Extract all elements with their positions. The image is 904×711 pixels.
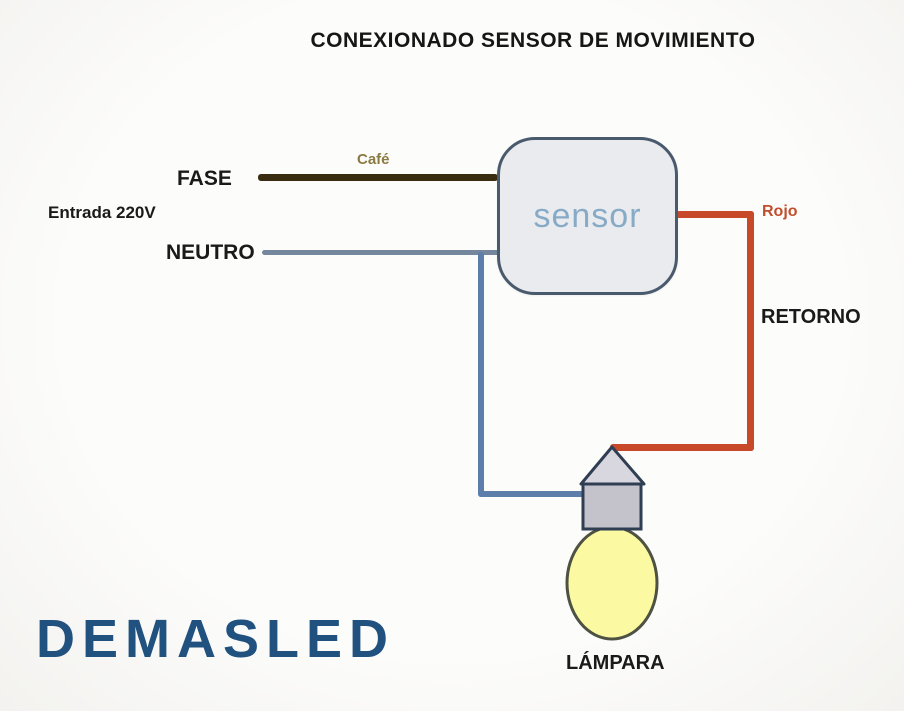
lamp-graphic xyxy=(565,445,659,641)
neutro-wire-horizontal xyxy=(262,250,499,255)
lamp-cap-triangle xyxy=(579,445,646,486)
diagram-title: CONEXIONADO SENSOR DE MOVIMIENTO xyxy=(310,29,756,52)
lampara-label: LÁMPARA xyxy=(566,652,665,674)
lamp-socket xyxy=(581,481,643,531)
retorno-label: RETORNO xyxy=(761,306,861,328)
demasled-logo: DEMASLED xyxy=(36,609,396,669)
neutro-wire-to-lamp xyxy=(478,491,588,497)
entrada-220v-label: Entrada 220V xyxy=(48,203,156,222)
neutro-label: NEUTRO xyxy=(166,241,255,264)
rojo-wire-label: Rojo xyxy=(762,203,798,220)
neutro-wire-vertical-branch xyxy=(478,252,484,497)
sensor-box-label: sensor xyxy=(533,196,642,235)
lamp-bulb xyxy=(565,525,659,641)
fase-label: FASE xyxy=(177,167,232,190)
retorno-red-wire-bottom xyxy=(610,444,754,451)
fase-brown-wire xyxy=(258,174,498,181)
retorno-red-wire-vertical xyxy=(747,211,754,451)
cafe-wire-label: Café xyxy=(357,151,390,168)
retorno-red-wire-top xyxy=(676,211,754,218)
sensor-box: sensor xyxy=(497,137,678,295)
